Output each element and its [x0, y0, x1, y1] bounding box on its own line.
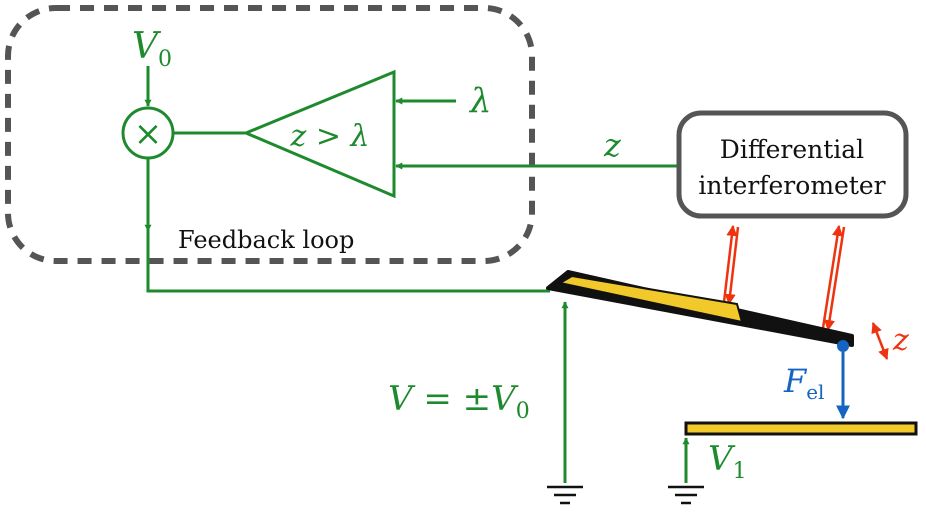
laser-beam-left-up	[722, 224, 738, 303]
v1-label: V1	[708, 439, 747, 484]
z-motion-arrow-up	[871, 321, 882, 342]
voltage-main-subscript: 0	[516, 399, 530, 424]
z-motion-label: z	[892, 323, 909, 358]
interferometer-label-line1: Differential	[720, 135, 864, 164]
force-subscript: el	[806, 380, 824, 404]
laser-beam-right-down	[824, 226, 846, 332]
ground-symbol-cantilever	[547, 485, 583, 505]
interferometer-label-line2: interferometer	[698, 171, 885, 200]
v0-subscript: 0	[158, 47, 172, 72]
laser-beam-left-down	[724, 226, 740, 306]
voltage-main-label: V = ±V0	[388, 379, 530, 424]
v1-subscript: 1	[733, 459, 747, 484]
z-signal-label: z	[603, 126, 622, 164]
multiply-symbol: ×	[134, 114, 163, 154]
comparator-label: z > λ	[289, 119, 369, 154]
cantilever-electrode	[557, 274, 744, 324]
bottom-electrode	[684, 421, 918, 436]
interferometer-box	[676, 110, 909, 219]
laser-beam-right-up	[821, 224, 843, 329]
z-motion-arrow-down	[878, 340, 889, 361]
feedback-loop-boundary	[5, 5, 535, 264]
lambda-label: λ	[468, 81, 492, 121]
feedback-loop-label: Feedback loop	[178, 226, 354, 254]
force-point	[837, 340, 849, 352]
feedback-output-line	[146, 229, 550, 293]
force-label: Fel	[783, 362, 824, 404]
comparator-triangle	[242, 69, 396, 199]
v0-label: V0	[132, 26, 172, 72]
ground-symbol-electrode	[668, 485, 704, 505]
